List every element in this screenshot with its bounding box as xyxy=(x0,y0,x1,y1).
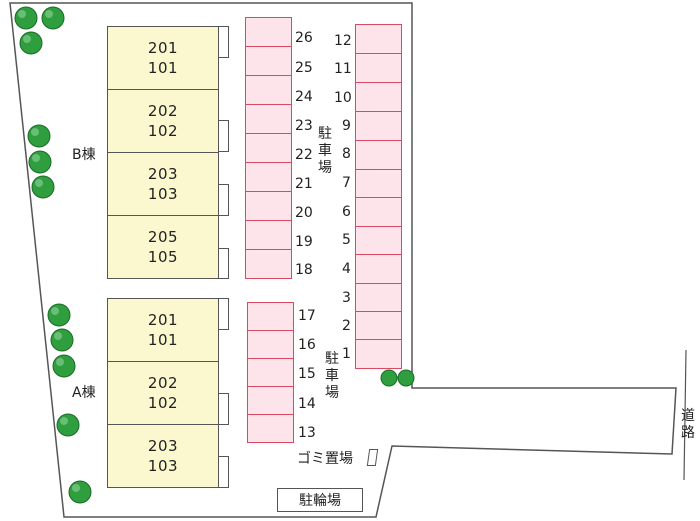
parking-slot-7 xyxy=(355,169,402,199)
parking-number: 8 xyxy=(342,146,351,162)
parking-slot-26 xyxy=(245,17,292,47)
parking-label-upper: 駐車場 xyxy=(318,126,332,176)
b-balcony-4 xyxy=(219,248,229,279)
parking-slot-18 xyxy=(245,249,292,279)
parking-number: 16 xyxy=(298,337,316,353)
parking-number: 12 xyxy=(334,33,352,49)
a-balcony-3 xyxy=(219,456,229,488)
parking-number: 2 xyxy=(342,318,351,334)
unit-lower-number: 102 xyxy=(147,394,179,412)
parking-number: 22 xyxy=(295,147,313,163)
unit-lower-number: 101 xyxy=(147,59,179,77)
parking-slot-12 xyxy=(355,24,402,54)
road-edge-line xyxy=(683,350,687,480)
parking-slot-9 xyxy=(355,111,402,141)
unit-lower-number: 105 xyxy=(147,248,179,266)
parking-slot-13 xyxy=(247,414,294,443)
parking-number: 26 xyxy=(295,30,313,46)
parking-slot-23 xyxy=(245,104,292,134)
parking-slot-22 xyxy=(245,133,292,163)
parking-label-lower: 駐車場 xyxy=(325,351,339,401)
unit-upper-number: 203 xyxy=(147,437,179,455)
parking-slot-3 xyxy=(355,283,402,313)
building-a-label: A棟 xyxy=(72,385,96,401)
unit-upper-number: 203 xyxy=(147,165,179,183)
parking-number: 17 xyxy=(298,308,316,324)
parking-number: 21 xyxy=(295,176,313,192)
parking-slot-5 xyxy=(355,226,402,256)
parking-number: 5 xyxy=(342,232,351,248)
a-balcony-1 xyxy=(219,298,229,330)
parking-slot-15 xyxy=(247,358,294,387)
parking-slot-14 xyxy=(247,386,294,415)
unit-lower-number: 103 xyxy=(147,185,179,203)
parking-slot-17 xyxy=(247,302,294,331)
b-balcony-2 xyxy=(219,120,229,152)
unit-lower-number: 102 xyxy=(147,122,179,140)
parking-number: 18 xyxy=(295,262,313,278)
bicycle-parking-label: 駐輪場 xyxy=(299,493,341,509)
building-b-label: B棟 xyxy=(72,147,96,163)
b-balcony-3 xyxy=(219,184,229,216)
parking-number: 19 xyxy=(295,234,313,250)
parking-slot-16 xyxy=(247,330,294,359)
parking-slot-11 xyxy=(355,53,402,83)
a-balcony-2 xyxy=(219,393,229,425)
parking-slot-8 xyxy=(355,140,402,170)
a-unit-1: 201 101 xyxy=(107,298,219,362)
parking-number: 11 xyxy=(334,61,352,77)
parking-number: 25 xyxy=(295,60,313,76)
garbage-area-label: ゴミ置場 xyxy=(297,451,353,467)
parking-number: 14 xyxy=(298,396,316,412)
parking-number: 23 xyxy=(295,118,313,134)
parking-number: 6 xyxy=(342,204,351,220)
parking-number: 4 xyxy=(342,261,351,277)
unit-upper-number: 201 xyxy=(147,311,179,329)
parking-slot-19 xyxy=(245,220,292,250)
road-label: 道路 xyxy=(681,408,695,441)
parking-slot-21 xyxy=(245,162,292,192)
b-unit-3: 203 103 xyxy=(107,152,219,216)
parking-slot-6 xyxy=(355,197,402,227)
parking-number: 20 xyxy=(295,205,313,221)
unit-upper-number: 201 xyxy=(147,39,179,57)
b-unit-1: 201 101 xyxy=(107,26,219,90)
parking-slot-10 xyxy=(355,82,402,112)
parking-number: 24 xyxy=(295,89,313,105)
unit-lower-number: 103 xyxy=(147,457,179,475)
parking-slot-4 xyxy=(355,254,402,284)
b-balcony-1 xyxy=(219,26,229,58)
parking-number: 3 xyxy=(342,290,351,306)
parking-number: 9 xyxy=(342,118,351,134)
unit-upper-number: 205 xyxy=(147,228,179,246)
bicycle-parking: 駐輪場 xyxy=(277,488,363,512)
parking-slot-24 xyxy=(245,75,292,105)
parking-slot-25 xyxy=(245,46,292,76)
parking-number: 10 xyxy=(334,90,352,106)
unit-upper-number: 202 xyxy=(147,374,179,392)
b-unit-4: 205 105 xyxy=(107,215,219,279)
parking-number: 15 xyxy=(298,366,316,382)
parking-number: 1 xyxy=(342,346,351,362)
unit-lower-number: 101 xyxy=(147,331,179,349)
parking-number: 7 xyxy=(342,175,351,191)
parking-number: 13 xyxy=(298,425,316,441)
unit-upper-number: 202 xyxy=(147,102,179,120)
parking-slot-20 xyxy=(245,191,292,221)
b-unit-2: 202 102 xyxy=(107,89,219,153)
parking-slot-2 xyxy=(355,311,402,341)
parking-slot-1 xyxy=(355,339,402,369)
a-unit-3: 203 103 xyxy=(107,424,219,488)
a-unit-2: 202 102 xyxy=(107,361,219,425)
